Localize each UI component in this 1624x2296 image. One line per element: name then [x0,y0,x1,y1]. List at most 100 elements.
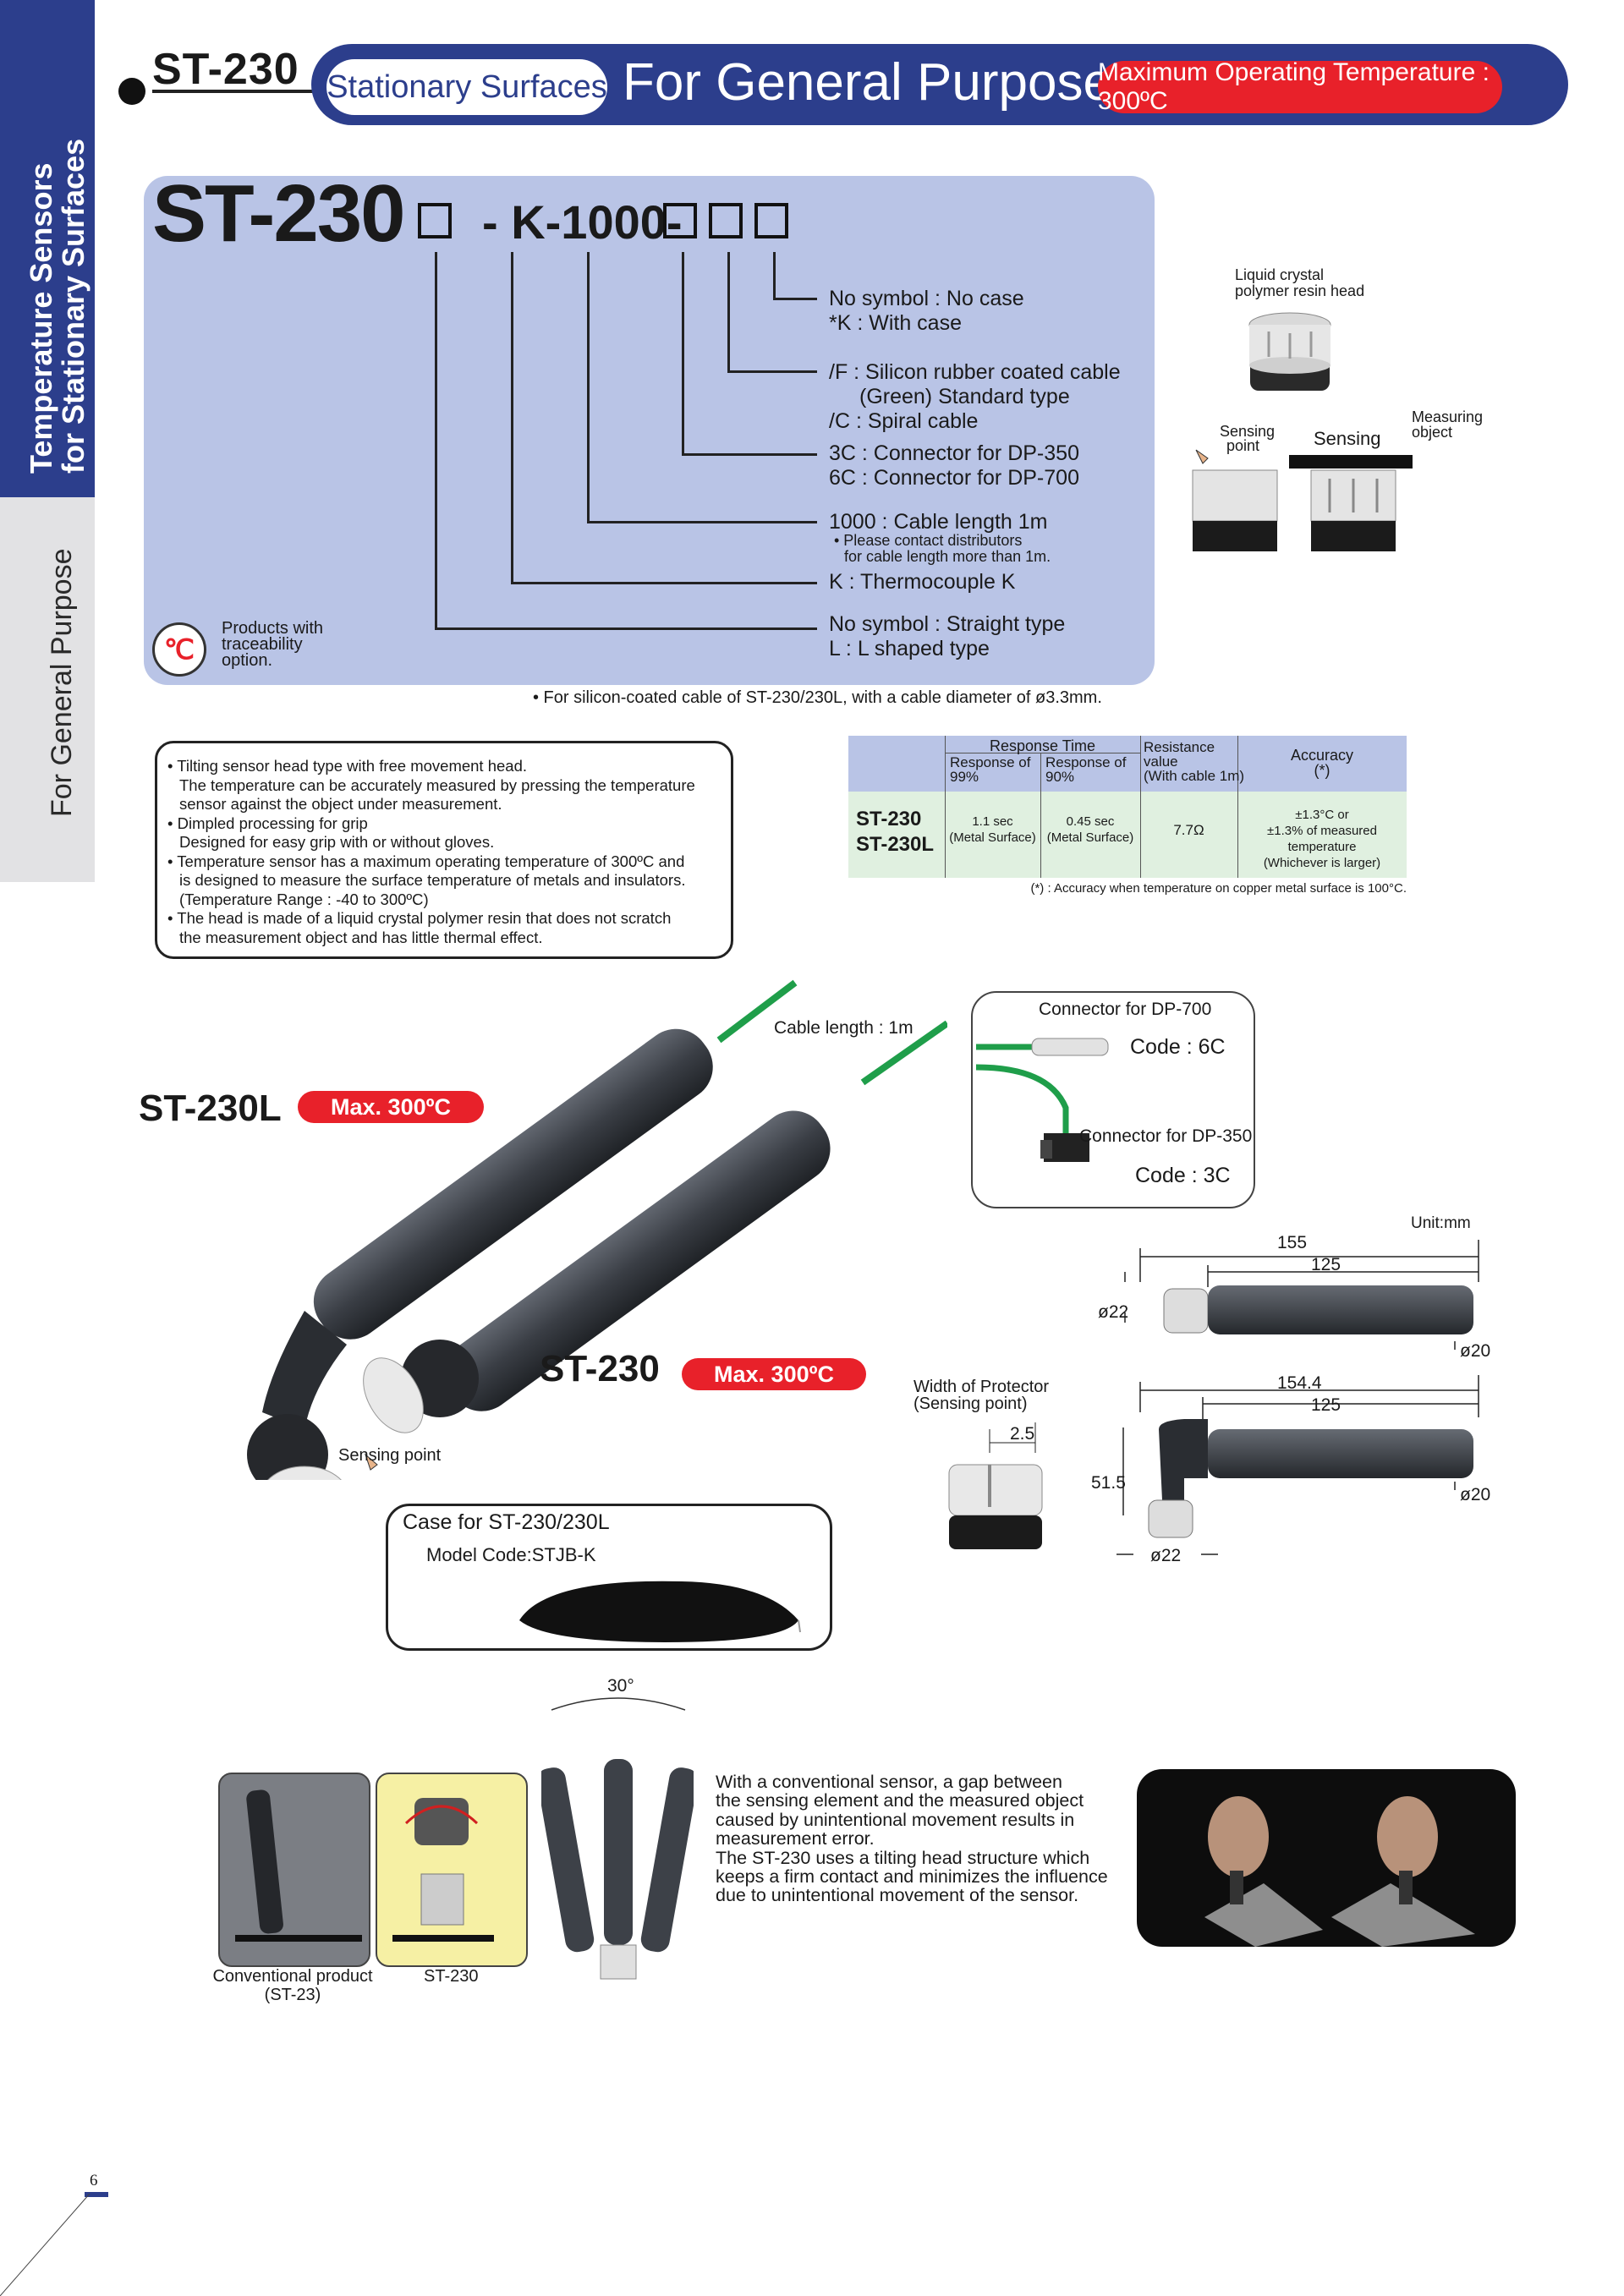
dim-straight-total: 155 [1277,1233,1308,1252]
conn350-label: Connector for DP-350 [1079,1126,1253,1146]
case-box [386,1504,832,1651]
conn700-label: Connector for DP-700 [1039,1000,1212,1019]
st230-label: ST-230 [540,1348,660,1389]
case-illustration [519,1581,801,1642]
connector-illustration [975,1038,1109,1162]
leader-line [435,627,817,630]
accuracy-value: ±1.3°C or±1.3% of measured temperature(W… [1263,808,1381,870]
option-connector: 3C : Connector for DP-350 6C : Connector… [829,441,1079,490]
leader-line [682,453,817,456]
unit-label: Unit:mm [1411,1214,1471,1232]
traceability-icon: ℃ [152,622,206,677]
model-code-mid: - K-1000- [482,195,683,249]
product-photo [247,979,947,1480]
leader-line [727,370,817,373]
dim-straight-grip-dia: ø20 [1460,1341,1491,1361]
dim-straight-grip: 125 [1311,1255,1341,1274]
features-box: • Tilting sensor head type with free mov… [155,741,733,959]
option-shape: No symbol : Straight type L : L shaped t… [829,612,1066,660]
sidebar-section-tab: For General Purpose [0,497,95,882]
resp90-value: 0.45 sec(Metal Surface) [1046,814,1134,845]
dimension-drawings [1116,1240,1479,1555]
dim-straight-head: ø22 [1098,1302,1129,1322]
usage-photo [1137,1769,1516,1947]
sensing-label: Sensing [1314,428,1381,449]
leader-line [773,252,776,299]
sensing-point-photo-label: Sensing point [338,1446,442,1465]
model-code-base: ST-230 [152,168,406,259]
leader-line [587,252,590,523]
tilt-angle-label: 30° [607,1676,634,1696]
option-box-2 [663,203,697,238]
surface-pill: Stationary Surfaces [326,59,607,115]
model-code-panel [144,176,1155,685]
dim-l-total: 154.4 [1277,1373,1322,1393]
case-model-code: Model Code:STJB-K [426,1544,596,1565]
dim-l-head: ø22 [1150,1546,1182,1565]
comparison-drawings [235,1789,494,1942]
leader-line [511,582,817,584]
comparison-text: With a conventional sensor, a gap betwee… [716,1772,1108,1906]
page-title: ST-230 [152,45,299,94]
leader-line [727,252,730,372]
option-box-3 [709,203,743,238]
page-number-bar [85,2192,108,2197]
sidebar-category-label: Temperature Sensors for Stationary Surfa… [24,138,91,474]
response-time-header: Response Time [989,737,1096,754]
dim-l-grip: 125 [1311,1395,1341,1415]
case-title: Case for ST-230/230L [403,1510,610,1534]
cable-length-note: • Please contact distributors for cable … [834,532,1051,565]
sidebar-section-label: For General Purpose [46,548,78,818]
resin-head-label: Liquid crystal polymer resin head [1235,266,1365,299]
st230l-label: ST-230L [139,1088,282,1129]
cable-length-label: Cable length : 1m [774,1018,914,1038]
code3c-label: Code : 3C [1135,1164,1231,1187]
protector-width: 2.5 [1010,1424,1035,1444]
dim-l-height: 51.5 [1091,1473,1126,1493]
option-cable: /F : Silicon rubber coated cable (Green)… [829,360,1121,433]
accuracy-header: Accuracy(*) [1290,747,1354,779]
spec-table-body [848,792,1407,878]
dim-l-grip-dia: ø20 [1460,1485,1491,1504]
title-bullet-icon [118,78,145,105]
leader-line [773,298,817,300]
measuring-object-label: Measuring object [1412,408,1484,441]
conventional-label: Conventional product (ST-23) [212,1967,373,2004]
resistance-value: 7.7Ω [1173,822,1204,838]
st230-max-pill: Max. 300ºC [682,1358,866,1390]
option-cable-length: 1000 : Cable length 1m [829,510,1048,534]
cable-footnote: • For silicon-coated cable of ST-230/230… [533,688,1102,707]
resp99-value: 1.1 sec(Metal Surface) [949,814,1036,845]
page-corner-line [0,2194,91,2296]
protector-title: Width of Protector (Sensing point) [914,1378,1050,1413]
option-thermocouple: K : Thermocouple K [829,570,1016,594]
traceability-label: Products with traceability option. [222,619,324,670]
sensing-point-label: Sensing point [1220,423,1276,454]
protector-illustration [948,1422,1043,1549]
sensing-illustration [1192,449,1413,551]
leader-line [587,521,817,523]
resin-head-illustration [1248,312,1331,391]
tilt-illustration [541,1697,694,1980]
purpose-heading: For General Purpose [623,53,1112,112]
connector-options-box [971,991,1255,1208]
option-box-4 [754,203,788,238]
leader-line [682,252,684,455]
code6c-label: Code : 6C [1130,1035,1226,1059]
accuracy-note: (*) : Accuracy when temperature on coppe… [1030,881,1407,896]
spec-table-header [848,736,1407,792]
leader-line [435,252,437,629]
page-number: 6 [90,2172,98,2189]
option-box-1 [418,203,452,238]
max-temp-pill: Maximum Operating Temperature : 300ºC [1098,58,1502,115]
option-case: No symbol : No case *K : With case [829,287,1024,335]
st230l-max-pill: Max. 300ºC [298,1091,484,1123]
leader-line [511,252,513,584]
st230-compare-label: ST-230 [424,1967,479,1986]
conventional-product-illustration [218,1773,370,1967]
title-underline [152,90,313,93]
